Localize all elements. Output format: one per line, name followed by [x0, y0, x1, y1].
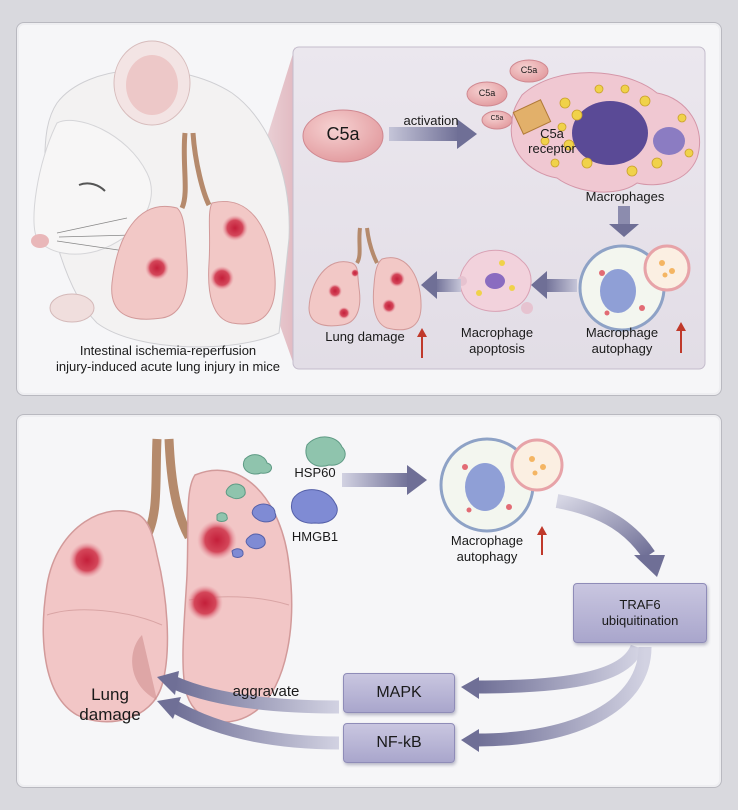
left-arrow-2	[421, 271, 461, 299]
inset-lungs	[308, 227, 422, 331]
hmgb1-molecules	[231, 489, 338, 558]
mapk-box: MAPK	[343, 673, 455, 713]
lung-damage-label: Lung damage	[325, 329, 405, 344]
activation-arrow	[389, 119, 477, 149]
bottom-autophagy-line1: Macrophage	[450, 533, 524, 548]
bottom-lung-line2: damage	[79, 705, 141, 725]
large-lungs	[42, 438, 293, 723]
macrophages-label: Macrophages	[585, 189, 665, 204]
bottom-panel-illustration	[42, 436, 665, 752]
bottom-autophagy-label: Macrophage autophagy	[437, 533, 537, 564]
bottom-lung-line1: Lung	[91, 685, 129, 704]
aggravate-label: aggravate	[232, 683, 300, 700]
traf6-line2: ubiquitination	[601, 613, 679, 628]
c5a-small-label-1: C5a	[478, 88, 496, 98]
hsp60-molecules	[216, 436, 346, 522]
activation-label: activation	[403, 113, 459, 128]
autophagy-cell	[578, 244, 691, 332]
up-arrow-lung	[417, 328, 427, 358]
bottom-autophagy-cell	[439, 437, 564, 533]
receptor-label-line1: C5a	[540, 126, 564, 141]
bottom-lung-damage-label: Lung damage	[65, 685, 155, 726]
c5a-molecule	[302, 109, 384, 163]
mouse-lungs	[111, 132, 276, 325]
arrow-nfkb-to-lung	[157, 697, 340, 750]
c5a-small-label-3: C5a	[490, 115, 504, 122]
hsp60-label: HSP60	[294, 465, 336, 480]
apoptosis-cell	[457, 249, 533, 314]
right-arrow-to-autophagy	[342, 465, 427, 495]
apoptosis-label-line1: Macrophage	[460, 325, 534, 340]
nfkb-box: NF-kB	[343, 723, 455, 763]
top-caption-line2: injury-induced acute lung injury in mice	[55, 358, 280, 374]
arrow-mapk-to-lung	[157, 671, 340, 714]
c5a-small-1	[466, 81, 508, 107]
receptor-label: C5a receptor	[522, 126, 582, 157]
apoptosis-label: Macrophage apoptosis	[447, 325, 547, 356]
up-arrow-autophagy	[676, 322, 686, 353]
autophagy-label-line1: Macrophage	[585, 325, 659, 340]
top-panel: C5a activation C5a C5a C5a C5a receptor …	[16, 22, 722, 396]
macrophage-cell	[510, 72, 701, 193]
left-arrow-1	[531, 271, 577, 299]
nfkb-label: NF-kB	[376, 734, 422, 752]
c5a-label: C5a	[326, 124, 360, 144]
curve-arrow-to-nfkb	[461, 646, 652, 752]
hmgb1-label: HMGB1	[291, 529, 339, 544]
autophagy-label-line2: autophagy	[591, 340, 653, 356]
down-arrow	[609, 206, 639, 237]
traf6-line1: TRAF6	[619, 597, 661, 613]
top-caption-line1: Intestinal ischemia-reperfusion	[79, 343, 257, 358]
top-panel-illustration	[31, 40, 706, 370]
receptor-label-line2: receptor	[528, 140, 576, 156]
curve-arrow-to-traf6	[555, 494, 665, 577]
autophagy-label: Macrophage autophagy	[572, 325, 672, 356]
bottom-autophagy-line2: autophagy	[456, 548, 518, 564]
c5a-small-2	[509, 59, 549, 83]
top-caption: Intestinal ischemia-reperfusion injury-i…	[33, 343, 303, 374]
traf6-box: TRAF6 ubiquitination	[573, 583, 707, 643]
curve-arrow-to-mapk	[461, 644, 644, 699]
c5a-small-label-2: C5a	[520, 65, 538, 75]
bottom-panel: HSP60 HMGB1 Macrophage autophagy TRAF6 u…	[16, 414, 722, 788]
bottom-up-arrow	[537, 526, 547, 555]
apoptosis-label-line2: apoptosis	[469, 340, 525, 356]
mapk-label: MAPK	[376, 684, 422, 702]
